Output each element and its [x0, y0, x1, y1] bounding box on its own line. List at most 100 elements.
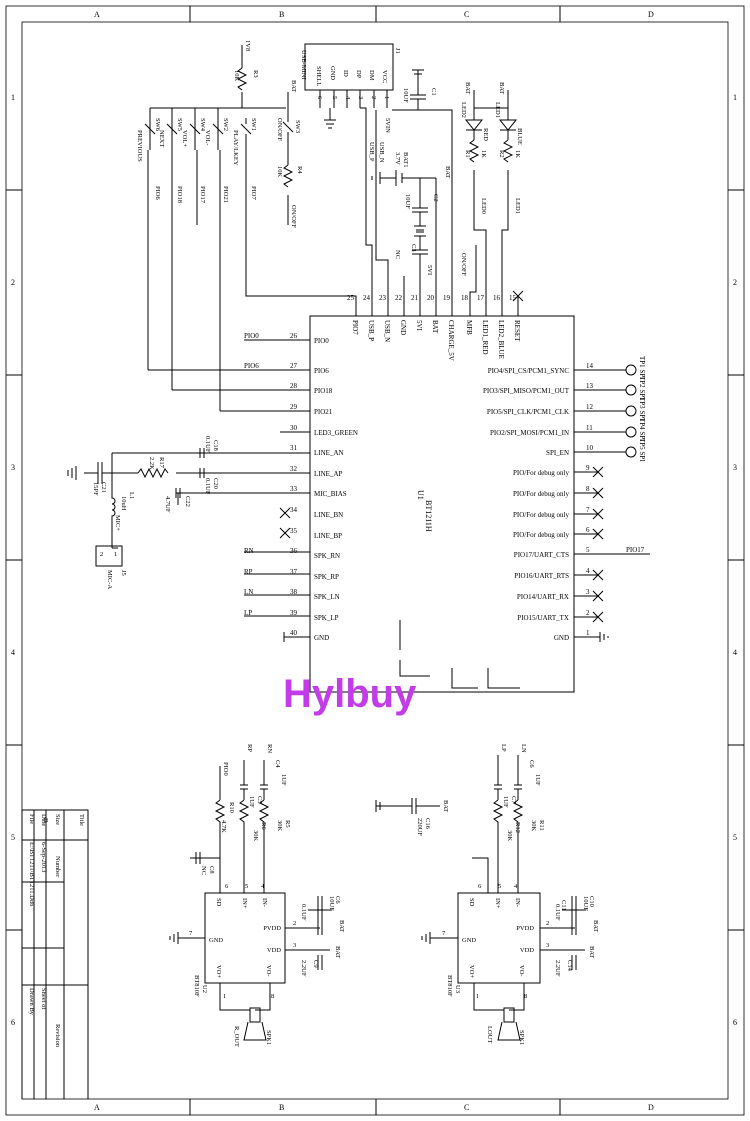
- date-value: 6-Sep-2013: [40, 842, 47, 872]
- amp-pin-inp: IN+: [241, 898, 248, 909]
- chip-ref: U1: [416, 490, 425, 500]
- net-5vin: 5VIN: [384, 118, 391, 133]
- c7-value: 1UF: [502, 796, 509, 808]
- chip-left-pin-number: 36: [290, 547, 298, 555]
- border-row-2-right: 2: [733, 278, 737, 287]
- r3-value: 10K: [233, 70, 240, 82]
- c22-value: 4.7UF: [164, 496, 171, 513]
- file-value: E:\BT1211\BT1211.Ddb: [28, 842, 35, 906]
- net-ln: LN: [520, 744, 527, 753]
- border-row-3-left: 3: [11, 463, 15, 472]
- chip-top-pin-number: 17: [477, 294, 485, 302]
- amp-pin-num-pvdd: 2: [293, 920, 296, 927]
- c11-ref: C11: [560, 900, 567, 911]
- c6-ref: C6: [334, 896, 341, 904]
- switch-symbol: [166, 118, 178, 150]
- chip-left-pin-label: PIO21: [314, 408, 333, 416]
- test-point-label: TP4 SPI: [638, 418, 646, 442]
- chip-right-pin-number: 14: [586, 362, 594, 370]
- switch-ref: SW1: [250, 118, 257, 131]
- amp-pin-num-inn: 4: [261, 883, 265, 890]
- date-label: Date: [40, 814, 47, 826]
- net-5vi: 5VI: [426, 265, 433, 275]
- switch-ref: SW6: [154, 118, 161, 132]
- chip-right-pin-number: 9: [586, 464, 590, 472]
- chip-right-pin-number: 6: [586, 526, 590, 534]
- sheet-label: Sheet of: [40, 988, 47, 1010]
- chip-right-pin-number: 12: [586, 403, 594, 411]
- amp-ref: U3: [454, 985, 461, 993]
- c4-ref: C4: [274, 760, 281, 768]
- chip-top-pin-label: BAT: [431, 320, 439, 334]
- amp-pin-num-gnd: 7: [442, 930, 446, 937]
- usb-connector-name: USB-MINI: [300, 50, 307, 80]
- test-point-circle: [625, 405, 637, 417]
- chip-left-pin-label: LINE_BN: [314, 511, 343, 519]
- l1-ref: L1: [128, 492, 135, 499]
- chip-top-pin-label: RESET: [513, 320, 521, 342]
- j5-pin-1: 1: [114, 551, 117, 558]
- amp-pin-inn: IN-: [514, 898, 521, 907]
- chip-top-pin-number: 20: [427, 294, 435, 302]
- chip-left-pin-number: 39: [290, 609, 298, 617]
- chip-top-pin-number: 19: [443, 294, 451, 302]
- chip-left-pin-number: 30: [290, 424, 298, 432]
- chip-right-pin-number: 2: [586, 609, 590, 617]
- chip-top-pins: 25PIO724USB_P23USB_N22GND215VI20BAT19CHA…: [347, 294, 521, 361]
- switch-ref: SW5: [176, 118, 183, 131]
- amp-ref: U2: [201, 985, 208, 993]
- title-label: Title: [78, 814, 85, 826]
- chip-left-pin-label: LED3_GREEN: [314, 429, 358, 437]
- c2-value: 10UF: [404, 194, 411, 209]
- c10-ref: C10: [588, 896, 595, 907]
- border-col-a-bottom: A: [94, 1103, 100, 1112]
- bat1-value: 3.7V: [394, 152, 401, 165]
- bat1-ref: BAT1: [402, 152, 409, 168]
- drawn-by-label: Drawn By: [28, 988, 35, 1016]
- led-resistor-ref: R1: [464, 150, 471, 158]
- size-value: B: [42, 818, 49, 823]
- net-bat-led: BAT: [498, 82, 505, 94]
- led-resistor-value: 1K: [480, 150, 487, 158]
- c16-ref: C16: [424, 818, 431, 830]
- c20-ref: C20: [212, 478, 219, 489]
- c1-value: 10UF: [402, 88, 409, 103]
- border-col-d-bottom: D: [648, 1103, 654, 1112]
- chip-right-pin-number: 3: [586, 588, 590, 596]
- switch-label: VOL+: [181, 130, 188, 147]
- net-rp: RP: [246, 744, 253, 752]
- chip-name: BT1211H: [424, 500, 433, 532]
- j5-name: MIC-A: [106, 570, 113, 589]
- switch-symbol: [240, 118, 252, 150]
- chip-left-pin-number: 27: [290, 362, 298, 370]
- border-col-c-top: C: [464, 10, 469, 19]
- chip-top-pin-number: 23: [379, 294, 387, 302]
- chip-left-net-label: PIO0: [244, 332, 259, 340]
- amp-pin-num-vdd: 3: [293, 942, 296, 949]
- led-color: BLUE: [516, 128, 523, 145]
- led-ref: LED2: [460, 102, 467, 118]
- chip-top-pin-label: 5VI: [415, 320, 423, 332]
- c11-value: 0.1UF: [554, 904, 561, 921]
- chip-top-pin-number: 16: [493, 294, 501, 302]
- amp-pin-pvdd: PVDD: [263, 925, 281, 932]
- r4-ref: R4: [296, 166, 303, 174]
- amp-pin-num-vop: 1: [476, 993, 479, 1000]
- border-row-3-right: 3: [733, 463, 737, 472]
- chip-left-pin-number: 40: [290, 629, 298, 637]
- chip-top-pin-label: LED2_BLUE: [497, 320, 505, 359]
- test-point-label: TP3 SPI: [638, 397, 646, 421]
- border-col-a-top: A: [94, 10, 100, 19]
- amp-pin-num-inp: 5: [498, 883, 501, 890]
- led-net: LED0: [480, 198, 487, 214]
- chip-left-net-label: LN: [244, 588, 253, 596]
- switch-label: VOL-: [204, 130, 211, 146]
- chip-left-pin-label: LINE_AP: [314, 470, 342, 478]
- chip-right-pin-label: PIO/For debug only: [513, 469, 570, 477]
- c8-value: NC: [200, 866, 207, 875]
- chip-left-pin-number: 31: [290, 444, 298, 452]
- r17-ref: R17: [158, 457, 165, 469]
- cpvdd-value: 0.1UF: [300, 904, 307, 921]
- usb-pin-gnd: GND: [329, 66, 336, 80]
- chip-left-pin-label: PIO0: [314, 337, 329, 345]
